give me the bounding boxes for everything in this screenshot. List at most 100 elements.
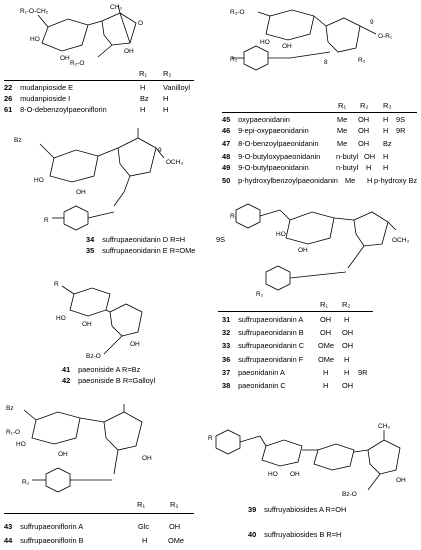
compound-name: 9-O-butyloxypaeonidanin — [238, 152, 321, 161]
glucose-ring — [285, 211, 335, 245]
compound-number: 37 — [222, 368, 231, 377]
compound-number: 61 — [4, 105, 13, 114]
compound-row: 50 p-hydroxylbenzoylpaeonidanin — [222, 176, 338, 185]
compound-number: 40 — [248, 530, 257, 539]
atom-label: 9 — [370, 19, 374, 26]
benzoyl-ring — [215, 429, 241, 455]
compound-name: 9-O-butylpaeonidanin — [238, 163, 309, 172]
atom-label: 9 — [158, 147, 162, 154]
compound-number: 26 — [4, 94, 13, 103]
benzoyl-ring — [45, 467, 71, 493]
atom-label: R₂ — [230, 56, 238, 63]
compound-name: paeonidanin A — [238, 368, 285, 377]
compound-number: 35 — [86, 246, 95, 255]
substituent-r1: H — [142, 536, 148, 545]
compound-number: 50 — [222, 176, 231, 185]
compound-row: 39 suffruyabiosides A R=OH — [248, 505, 346, 514]
substituent-r2: OH — [342, 341, 354, 350]
structure-paeonidanin-core: R₃-O HO OH 9 O-R₁ R₂ R₂ 8 — [230, 9, 393, 71]
compound-row: 26 mudanpioside I — [4, 94, 70, 103]
compound-name: 8-O-debenzoylpaeoniflorin — [20, 105, 107, 114]
compound-row: 41 paeoniside A R=Bz — [62, 365, 140, 374]
substituent-r1: n-butyl — [336, 163, 359, 172]
substituent-r1: H — [140, 105, 146, 114]
compound-number: 49 — [222, 163, 231, 172]
atom-label: Bz-O — [342, 491, 357, 498]
substituent-header-r1: R₁ — [320, 300, 329, 309]
compound-number: 38 — [222, 381, 231, 390]
substituent-r1: OH — [320, 315, 332, 324]
compound-name: suffrupaeonidanin D R=H — [102, 235, 186, 244]
compound-name: suffrupaeoniflorin A — [20, 522, 84, 531]
atom-label: Bz — [14, 137, 22, 144]
glucose-ring — [265, 9, 315, 41]
atom-label: R₁ — [230, 213, 238, 220]
substituent-r2: H — [366, 163, 372, 172]
table-rule — [4, 80, 194, 81]
substituent-r2: H — [163, 105, 169, 114]
compound-row: 34 suffrupaeonidanin D R=H — [86, 235, 185, 244]
compound-number: 39 — [248, 505, 257, 514]
pinane-cage — [97, 4, 137, 58]
compound-number: 48 — [222, 152, 231, 161]
compound-row: 48 9-O-butyloxypaeonidanin — [222, 152, 320, 161]
substituent-r1: Bz — [140, 94, 149, 103]
substituent-r1: H — [323, 368, 329, 377]
atom-label: HO — [268, 471, 278, 478]
substituent-r2: OH — [169, 522, 181, 531]
substituent-r2: OMe — [168, 536, 185, 545]
compound-number: 34 — [86, 235, 95, 244]
atom-label: Bz-O — [86, 353, 101, 360]
structure-paeoniflorin-core: R₁-O-CH₂ HO OH CH₃ OH O R₂-O — [20, 4, 143, 67]
compound-row: 38 paeonidanin C — [222, 381, 286, 390]
compound-row: 61 8-O-debenzoylpaeoniflorin — [4, 105, 107, 114]
compound-number: 46 — [222, 126, 231, 135]
substituent-r2: H — [163, 94, 169, 103]
compound-row: 22 mudanpioside E — [4, 83, 73, 92]
substituent-r1: Glc — [138, 522, 150, 531]
glucose-ring — [49, 149, 99, 183]
compound-name: mudanpioside I — [20, 94, 71, 103]
substituent-r1: OMe — [318, 341, 335, 350]
substituent-header-r2: R₂ — [170, 500, 179, 509]
table-rule — [218, 311, 373, 312]
atom-label: R₂ — [22, 479, 30, 486]
compound-name: p-hydroxylbenzoylpaeonidanin — [238, 176, 338, 185]
compound-number: 32 — [222, 328, 231, 337]
substituent-header-r3: R₃ — [383, 101, 392, 110]
substituent-r1: Me — [337, 126, 348, 135]
atom-label: OH — [60, 55, 70, 62]
substituent-r1: H — [323, 381, 329, 390]
compound-name: suffrupaeonidanin E R=OMe — [102, 246, 196, 255]
stereo-note: 9S — [216, 235, 226, 244]
pinane-cage — [353, 211, 389, 247]
compound-name: suffrupaeonidanin A — [238, 315, 304, 324]
benzoyl-ring-top — [235, 203, 261, 229]
atom-label: OH — [82, 321, 92, 328]
atom-label: OH — [282, 43, 292, 50]
compound-row: 32 suffrupaeonidanin B — [222, 328, 304, 337]
compound-row: 43 suffrupaeoniflorin A — [4, 522, 83, 531]
glucose-ring-2 — [313, 443, 355, 471]
atom-label: HO — [34, 177, 44, 184]
compound-name: suffruyabiosides B R=H — [264, 530, 342, 539]
compound-name: suffruyabiosides A R=OH — [264, 505, 347, 514]
atom-label: OH — [76, 189, 86, 196]
pinane-cage — [325, 17, 361, 53]
atom-label: CH₃ — [110, 4, 122, 11]
substituent-r3: Bz — [383, 139, 392, 148]
substituent-r2: OH — [342, 381, 354, 390]
compound-number: 22 — [4, 83, 13, 92]
atom-label: HO — [276, 231, 286, 238]
substituent-r1: H — [140, 83, 146, 92]
compound-name: 9-epi-oxypaeonidanin — [238, 126, 309, 135]
glucose-ring — [31, 411, 81, 445]
substituent-header-r2: R₂ — [342, 300, 351, 309]
substituent-r3: H — [383, 152, 389, 161]
atom-label: OH — [290, 471, 300, 478]
table-rule — [222, 112, 417, 113]
compound-number: 42 — [62, 376, 71, 385]
atom-label: OCH₃ — [392, 237, 409, 244]
substituent-r2: OH — [358, 115, 370, 124]
atom-label: HO — [260, 39, 270, 46]
